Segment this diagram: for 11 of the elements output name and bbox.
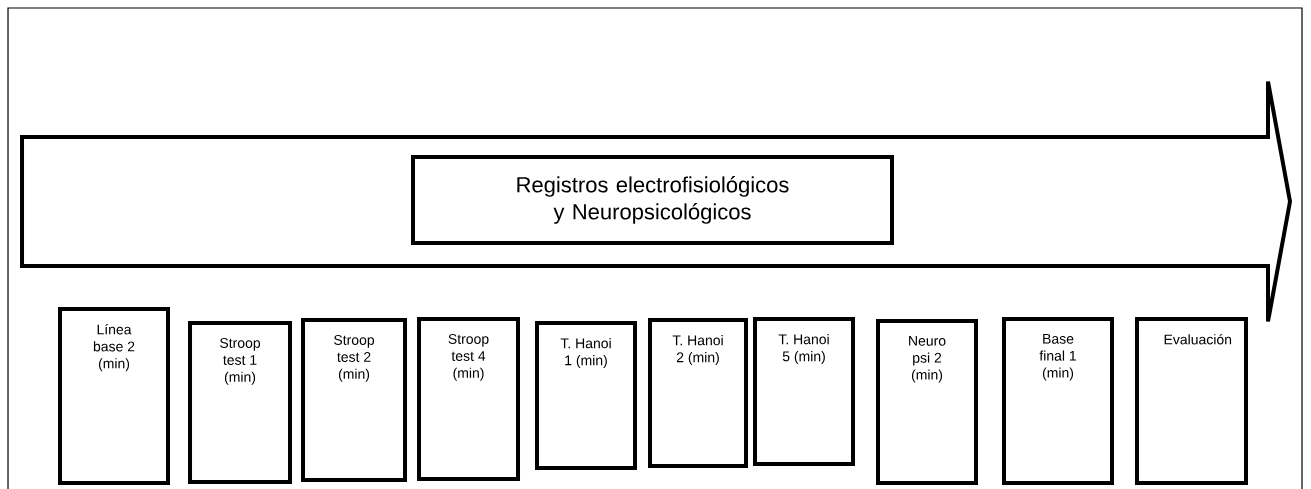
step-box: T. Hanoi 5 (min) [753,317,855,466]
step-box: T. Hanoi 2 (min) [648,318,748,468]
title-box: Registros electrofisiológicos y Neuropsicológicos [411,155,894,245]
step-box: Neuro psi 2 (min) [876,319,978,485]
step-box: T. Hanoi 1 (min) [535,321,637,470]
step-box: Stroop test 1 (min) [188,321,292,484]
step-box: Evaluación [1135,317,1248,485]
step-box: Línea base 2 (min) [58,307,170,485]
step-box: Stroop test 2 (min) [301,318,407,482]
step-box: Stroop test 4 (min) [417,317,520,481]
step-box: Base final 1 (min) [1002,317,1114,485]
